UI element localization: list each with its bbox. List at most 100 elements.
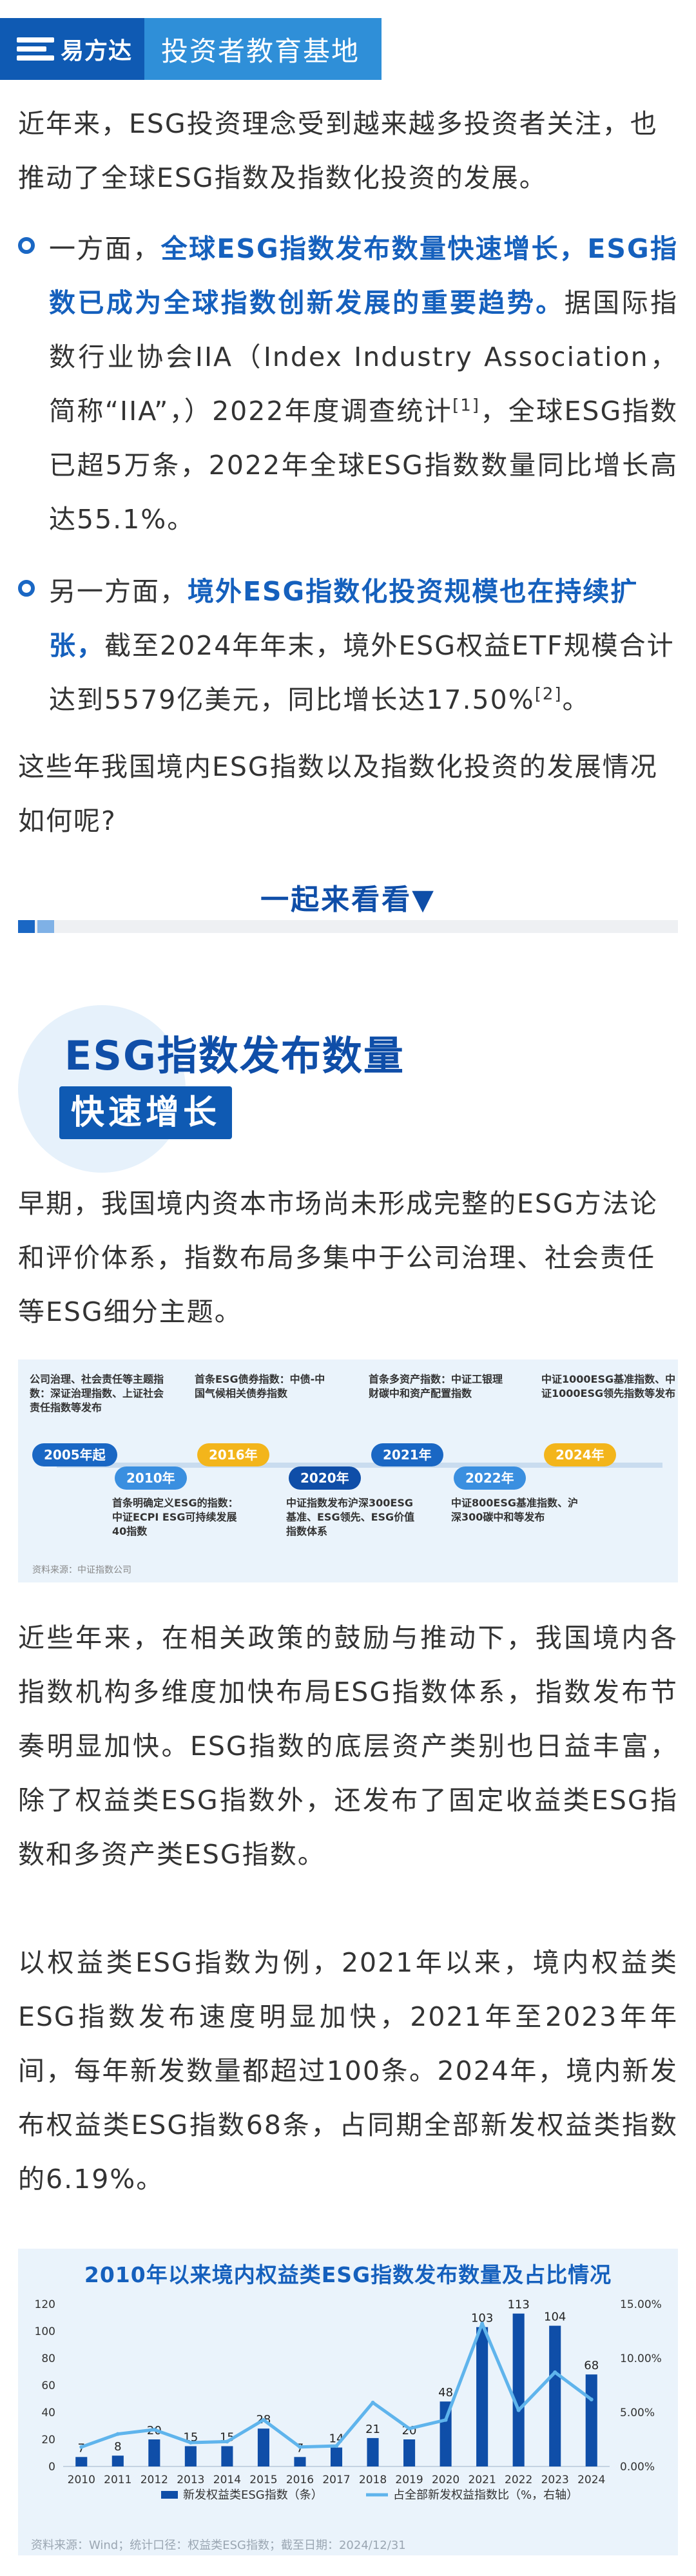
x-tick-2013: 2013 bbox=[177, 2474, 204, 2486]
ratio-point-2023 bbox=[553, 2370, 557, 2374]
ratio-point-2019 bbox=[407, 2427, 412, 2431]
x-tick-2022: 2022 bbox=[505, 2474, 532, 2486]
timeline-source: 资料来源：中证指数公司 bbox=[32, 1565, 131, 1575]
bar-label-2024: 68 bbox=[584, 2359, 599, 2372]
ratio-point-2020 bbox=[443, 2417, 448, 2422]
bullet2-text-a: 截至2024年年末，境外ESG权益ETF规模合计达到5579亿美元，同比增长达1… bbox=[49, 630, 675, 715]
timeline-note-4: 首条多资产指数：中证工银理财碳中和资产配置指数 bbox=[369, 1373, 503, 1399]
bullet1-text-a: 据国际指数行业协会IIA（Index Industry Association，… bbox=[49, 287, 679, 427]
bar-label-2018: 21 bbox=[365, 2423, 380, 2436]
bar-label-2022: 113 bbox=[507, 2298, 529, 2312]
bar-2011 bbox=[111, 2456, 124, 2466]
look-together-cta[interactable]: 一起来看看▼ bbox=[260, 883, 436, 916]
bullet1-highlight: 全球ESG指数发布数量快速增长，ESG指数已成为全球指数创新发展的重要趋势。 bbox=[49, 233, 678, 318]
bullet2-reference[interactable]: [2] bbox=[534, 684, 563, 704]
timeline-note-3: 中证指数发布沪深300ESG基准、ESG领先、ESG价值指数体系 bbox=[286, 1497, 415, 1537]
ratio-point-2012 bbox=[152, 2427, 157, 2432]
bar-2017 bbox=[330, 2447, 343, 2466]
y-right-tick-1: 5.00% bbox=[620, 2407, 655, 2419]
timeline-note-1: 首条明确定义ESG的指数：中证ECPI ESG可持续发展40指数 bbox=[112, 1497, 238, 1537]
bullet2-highlight: 境外ESG指数化投资规模也在持续扩张， bbox=[49, 576, 639, 661]
chart-title: 2010年以来境内权益类ESG指数发布数量及占比情况 bbox=[84, 2262, 612, 2287]
timeline-note-2: 首条ESG债券指数：中债-中国气候相关债券指数 bbox=[195, 1373, 325, 1399]
bar-2023 bbox=[549, 2325, 561, 2466]
timeline-note-5: 中证800ESG基准指数、沪深300碳中和等发布 bbox=[451, 1497, 578, 1523]
brand-name: 易方达 bbox=[61, 38, 133, 64]
header-banner: 易方达 投资者教育基地 bbox=[0, 18, 382, 80]
legend-bar-label: 新发权益类ESG指数（条） bbox=[183, 2488, 323, 2502]
bullet-overseas-scale: 另一方面，境外ESG指数化投资规模也在持续扩张，截至2024年年末，境外ESG权… bbox=[18, 564, 678, 727]
x-tick-2016: 2016 bbox=[286, 2474, 314, 2486]
x-tick-2023: 2023 bbox=[541, 2474, 569, 2486]
x-tick-2011: 2011 bbox=[104, 2474, 131, 2486]
bar-2022 bbox=[512, 2313, 525, 2466]
bar-2021 bbox=[476, 2327, 488, 2466]
bar-2020 bbox=[440, 2401, 452, 2466]
bar-label-2023: 104 bbox=[544, 2311, 566, 2324]
bar-label-2011: 8 bbox=[114, 2440, 121, 2454]
y-left-tick-3: 60 bbox=[41, 2379, 55, 2392]
ratio-point-2022 bbox=[516, 2408, 521, 2412]
x-tick-2019: 2019 bbox=[395, 2474, 423, 2486]
ratio-point-2013 bbox=[188, 2441, 193, 2445]
bullet2-text-b: 。 bbox=[562, 684, 590, 715]
y-right-tick-3: 15.00% bbox=[620, 2298, 662, 2311]
section-subtitle-badge: 快速增长 bbox=[59, 1086, 233, 1139]
esg-index-timeline: 2005年起 公司治理、社会责任等主题指数：深证治理指数、上证社会责任指数等发布 2… bbox=[18, 1360, 678, 1582]
bar-label-2020: 48 bbox=[438, 2386, 453, 2399]
ratio-point-2017 bbox=[334, 2444, 338, 2448]
chart-canvas: 0204060801001200.00%5.00%10.00%15.00%720… bbox=[35, 2298, 662, 2502]
bullet1-lead: 一方面， bbox=[49, 233, 161, 264]
x-tick-2010: 2010 bbox=[68, 2474, 95, 2486]
brand-logo[interactable]: 易方达 bbox=[0, 18, 144, 80]
y-left-tick-5: 100 bbox=[35, 2325, 55, 2338]
equity-index-paragraph: 以权益类ESG指数为例，2021年以来，境内权益类ESG指数发布速度明显加快，2… bbox=[18, 1947, 678, 2195]
timeline-year-3: 2020年 bbox=[289, 1466, 361, 1490]
chart-source: 资料来源：Wind；统计口径：权益类ESG指数；截至日期：2024/12/31 bbox=[31, 2539, 406, 2552]
y-left-tick-4: 80 bbox=[41, 2352, 55, 2365]
legend-bar-swatch bbox=[161, 2491, 178, 2499]
timeline-year-6: 2024年 bbox=[544, 1443, 616, 1466]
bar-2012 bbox=[148, 2439, 160, 2466]
section-divider bbox=[18, 920, 678, 933]
bullet-ring-icon bbox=[18, 237, 35, 254]
bullet-global-growth: 一方面，全球ESG指数发布数量快速增长，ESG指数已成为全球指数创新发展的重要趋… bbox=[18, 222, 678, 546]
bar-2013 bbox=[184, 2446, 197, 2466]
ratio-point-2011 bbox=[115, 2432, 120, 2436]
ratio-point-2018 bbox=[371, 2400, 375, 2405]
section-title: ESG指数发布数量 bbox=[64, 1032, 405, 1079]
timeline-year-5: 2022年 bbox=[454, 1466, 526, 1490]
timeline-track bbox=[57, 1463, 662, 1468]
bar-2024 bbox=[585, 2374, 597, 2466]
intro-paragraph: 近年来，ESG投资理念受到越来越多投资者关注，也推动了全球ESG指数及指数化投资… bbox=[18, 108, 658, 193]
x-tick-2017: 2017 bbox=[322, 2474, 350, 2486]
y-left-tick-6: 120 bbox=[35, 2298, 55, 2311]
question-paragraph: 这些年我国境内ESG指数以及指数化投资的发展情况如何呢? bbox=[18, 751, 658, 836]
timeline-note-0: 公司治理、社会责任等主题指数：深证治理指数、上证社会责任指数等发布 bbox=[30, 1373, 164, 1414]
x-tick-2014: 2014 bbox=[213, 2474, 241, 2486]
y-left-tick-0: 0 bbox=[48, 2461, 55, 2474]
y-left-tick-1: 20 bbox=[41, 2434, 55, 2446]
bar-2015 bbox=[257, 2428, 269, 2466]
legend-line-label: 占全部新发权益指数比（%，右轴） bbox=[393, 2488, 578, 2502]
bullet1-text-b: ，全球ESG指数已超5万条，2022年全球ESG指数数量同比增长高达55.1%。 bbox=[49, 396, 678, 535]
timeline-year-0: 2005年起 bbox=[32, 1443, 117, 1466]
bullet-ring-icon bbox=[18, 580, 35, 597]
x-tick-2024: 2024 bbox=[577, 2474, 605, 2486]
bar-label-2021: 103 bbox=[471, 2312, 493, 2325]
ratio-point-2021 bbox=[480, 2321, 485, 2326]
x-tick-2012: 2012 bbox=[140, 2474, 168, 2486]
ratio-point-2014 bbox=[225, 2439, 229, 2444]
ratio-point-2024 bbox=[589, 2398, 594, 2402]
bar-2010 bbox=[75, 2457, 88, 2466]
x-tick-2021: 2021 bbox=[469, 2474, 496, 2486]
bar-2019 bbox=[403, 2439, 416, 2466]
bullet2-lead: 另一方面， bbox=[49, 576, 188, 607]
x-tick-2020: 2020 bbox=[432, 2474, 459, 2486]
bullet1-reference[interactable]: [1] bbox=[452, 396, 480, 416]
timeline-year-4: 2021年 bbox=[371, 1443, 443, 1466]
recent-development-paragraph: 近些年来，在相关政策的鼓励与推动下，我国境内各指数机构多维度加快布局ESG指数体… bbox=[18, 1622, 678, 1870]
timeline-year-2: 2016年 bbox=[197, 1443, 269, 1466]
timeline-year-1: 2010年 bbox=[115, 1466, 187, 1490]
brand-mark-icon bbox=[17, 36, 54, 62]
